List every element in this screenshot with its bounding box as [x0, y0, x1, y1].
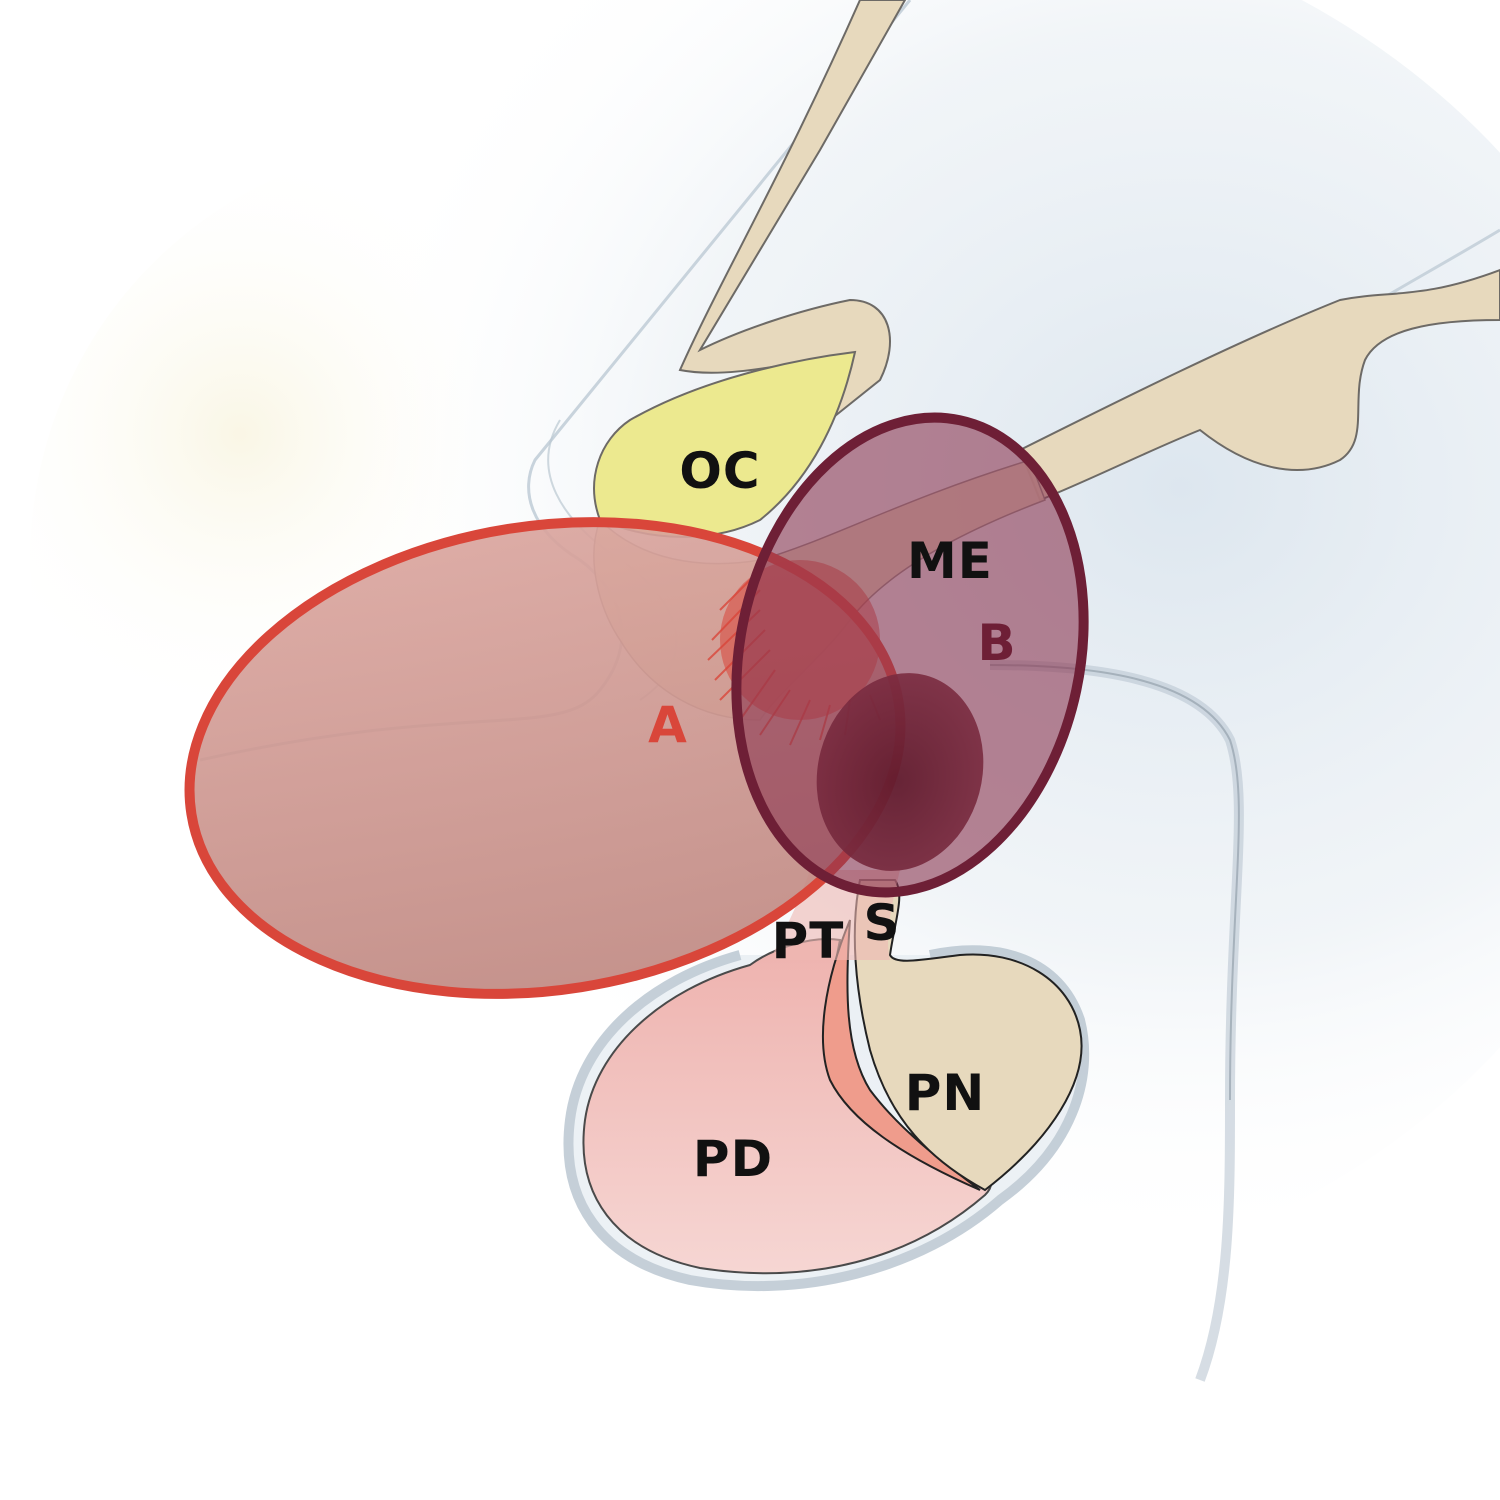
- label-pd: PD: [693, 1130, 773, 1188]
- label-pt: PT: [772, 912, 845, 970]
- lesion-b-core: [816, 673, 984, 871]
- label-a: A: [648, 696, 688, 754]
- label-b: B: [977, 614, 1016, 672]
- label-me: ME: [907, 532, 993, 590]
- pars-tuberalis: [821, 919, 981, 1191]
- label-pn: PN: [905, 1064, 986, 1122]
- optic-chiasm: [593, 350, 857, 538]
- sella-floor-line: [989, 664, 1240, 1101]
- label-s: S: [863, 894, 900, 952]
- label-oc: OC: [679, 442, 760, 500]
- pars-nervosa: [853, 879, 1083, 1192]
- hypothalamus: [1018, 268, 1500, 502]
